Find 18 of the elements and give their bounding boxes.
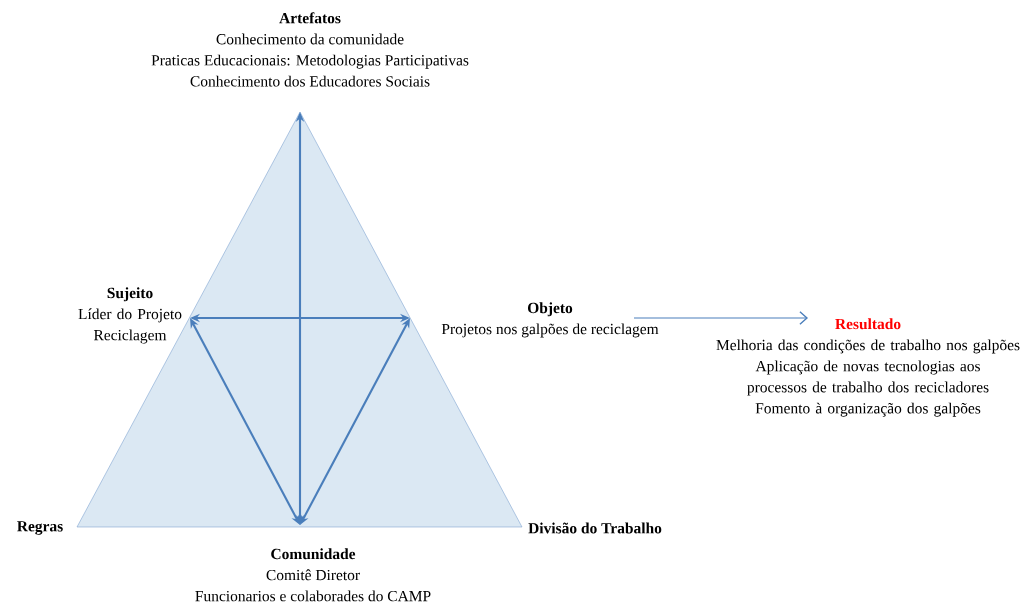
corner-label: Divisão do Trabalho: [528, 522, 662, 534]
description: Funcionarios e colaborades do CAMP: [195, 590, 431, 602]
heading: Sujeito: [107, 287, 153, 302]
description: Praticas Educacionais: Metodologias Participativas: [151, 54, 469, 69]
description: Comitê Diretor: [266, 569, 360, 581]
description: Melhoria das condições de trabalho nos galpões: [716, 339, 1020, 354]
description: Aplicação de novas tecnologias aos processos de trabalho dos recicladores: [747, 360, 989, 396]
heading: Comunidade: [271, 548, 356, 560]
heading: Artefatos: [279, 12, 341, 24]
heading: Resultado: [835, 318, 901, 330]
arrow: [633, 310, 808, 326]
description: Conhecimento dos Educadores Sociais: [190, 75, 430, 87]
corner-label: Regras: [17, 521, 63, 535]
description: Fomento à organização dos galpões: [755, 402, 981, 417]
description: Projetos nos galpões de reciclagem: [441, 323, 659, 338]
description: Conhecimento da comunidade: [216, 33, 404, 45]
description: Líder do Projeto Reciclagem: [78, 308, 182, 344]
heading: Objeto: [528, 302, 573, 317]
